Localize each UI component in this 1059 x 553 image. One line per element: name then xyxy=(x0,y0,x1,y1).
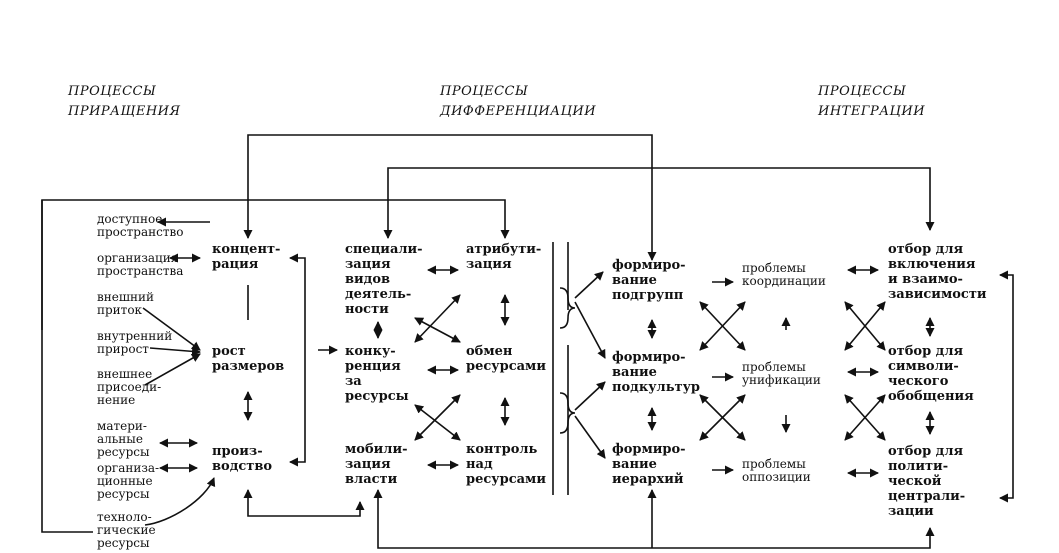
header-integration: ПРОЦЕССЫ ИНТЕГРАЦИИ xyxy=(818,84,926,119)
node-selection-symbolic: отбор для символи- ческого обобщения xyxy=(888,344,974,404)
node-size-growth: рост размеров xyxy=(212,344,285,374)
input-organizational-resources: организа- ционные ресурсы xyxy=(97,461,160,501)
input-technological-resources: техноло- гические ресурсы xyxy=(97,510,156,550)
input-external-inflow: внешний приток xyxy=(97,290,155,317)
input-internal-growth: внутренний прирост xyxy=(97,329,173,356)
node-subgroups: формиро- вание подгрупп xyxy=(612,258,686,303)
loop-concentration-subgroups xyxy=(243,134,657,261)
input-material-resources: матери- альные ресурсы xyxy=(97,419,150,459)
header-differentiation: ПРОЦЕССЫ ДИФФЕРЕНЦИАЦИИ xyxy=(440,84,597,119)
input-external-accession: внешнее присоеди- нение xyxy=(97,367,162,407)
node-production: произ- водство xyxy=(212,444,273,474)
node-specialization: специали- зация видов деятель- ности xyxy=(345,242,423,317)
loop-specialization-inclusion xyxy=(383,167,935,239)
input-available-space: доступное пространство xyxy=(97,212,184,239)
node-resource-control: контроль над ресурсами xyxy=(466,442,546,487)
node-power-mobilization: мобили- зация власти xyxy=(345,442,408,487)
node-opposition-problems: проблемы оппозиции xyxy=(742,457,811,484)
node-selection-political: отбор для полити- ческой централи- зации xyxy=(888,444,966,519)
node-selection-inclusion: отбор для включения и взаимо- зависимост… xyxy=(888,242,987,302)
node-competition: конку- ренция за ресурсы xyxy=(345,344,409,404)
node-attribution: атрибути- зация xyxy=(466,242,542,272)
node-resource-exchange: обмен ресурсами xyxy=(466,344,546,374)
node-unification-problems: проблемы унификации xyxy=(742,360,821,387)
node-coordination-problems: проблемы координации xyxy=(742,261,826,288)
input-space-organization: организация пространства xyxy=(97,251,184,278)
node-hierarchies: формиро- вание иерархий xyxy=(612,442,686,487)
node-concentration: концент- рация xyxy=(212,242,281,272)
node-subcultures: формиро- вание подкультур xyxy=(612,350,701,395)
header-increment: ПРОЦЕССЫ ПРИРАЩЕНИЯ xyxy=(68,84,181,119)
